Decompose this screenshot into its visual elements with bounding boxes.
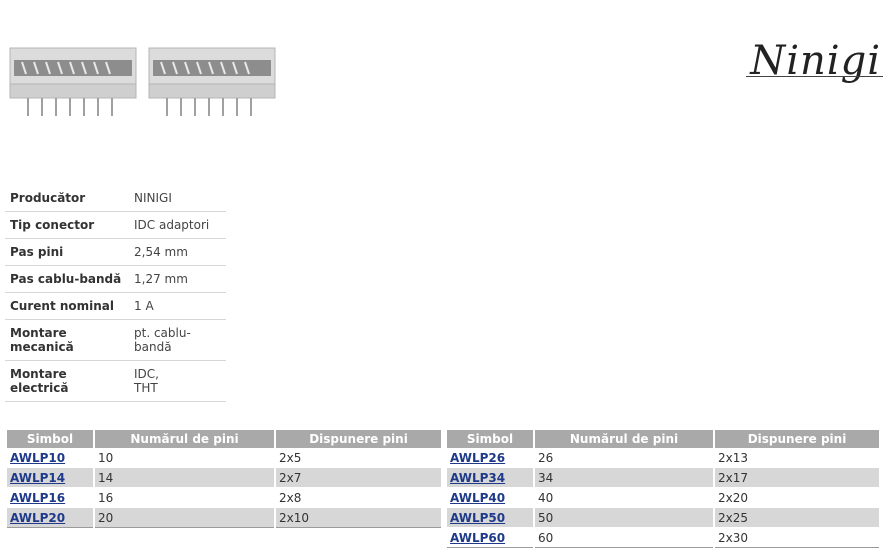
spec-label: Producător bbox=[5, 185, 129, 212]
pins-cell: 16 bbox=[93, 487, 275, 508]
spec-label: Tip conector bbox=[5, 211, 129, 239]
pins-cell: 20 bbox=[93, 507, 275, 528]
parts-table-right: Simbol Numărul de pini Dispunere pini AW… bbox=[447, 430, 879, 548]
spec-value: IDC,THT bbox=[129, 360, 226, 402]
product-photo-connector bbox=[148, 47, 276, 116]
layout-cell: 2x25 bbox=[713, 507, 879, 528]
product-link[interactable]: AWLP10 bbox=[10, 450, 66, 465]
product-link[interactable]: AWLP60 bbox=[450, 530, 506, 545]
header-pins: Numărul de pini bbox=[93, 430, 275, 448]
pins-cell: 34 bbox=[533, 467, 714, 488]
product-link[interactable]: AWLP16 bbox=[10, 490, 66, 505]
header-symbol: Simbol bbox=[7, 430, 94, 448]
layout-cell: 2x13 bbox=[713, 448, 879, 468]
product-photo-connector bbox=[9, 47, 137, 116]
pins-cell: 26 bbox=[533, 448, 714, 468]
spec-value-line: THT bbox=[134, 381, 158, 395]
spec-value-line: IDC, bbox=[134, 367, 159, 381]
spec-label: Pas pini bbox=[5, 238, 129, 266]
pins-cell: 10 bbox=[93, 448, 275, 468]
layout-cell: 2x5 bbox=[274, 448, 441, 468]
spec-value: NINIGI bbox=[129, 185, 226, 212]
pins-cell: 40 bbox=[533, 487, 714, 508]
spec-value: 2,54 mm bbox=[129, 238, 226, 266]
spec-label: Pas cablu-bandă bbox=[5, 265, 129, 293]
product-link[interactable]: AWLP20 bbox=[10, 510, 66, 525]
header-layout: Dispunere pini bbox=[274, 430, 441, 448]
spec-value: 1,27 mm bbox=[129, 265, 226, 293]
layout-cell: 2x20 bbox=[713, 487, 879, 508]
pins-cell: 60 bbox=[533, 527, 714, 548]
product-link[interactable]: AWLP50 bbox=[450, 510, 506, 525]
spec-label: Curent nominal bbox=[5, 292, 129, 320]
layout-cell: 2x10 bbox=[274, 507, 441, 528]
header-symbol: Simbol bbox=[447, 430, 534, 448]
spec-value: 1 A bbox=[129, 292, 226, 320]
product-link[interactable]: AWLP14 bbox=[10, 470, 66, 485]
layout-cell: 2x30 bbox=[713, 527, 879, 548]
product-link[interactable]: AWLP26 bbox=[450, 450, 506, 465]
pins-cell: 14 bbox=[93, 467, 275, 488]
header-pins: Numărul de pini bbox=[533, 430, 714, 448]
brand-logo: Ninigi bbox=[746, 38, 883, 84]
layout-cell: 2x17 bbox=[713, 467, 879, 488]
product-link[interactable]: AWLP40 bbox=[450, 490, 506, 505]
layout-cell: 2x8 bbox=[274, 487, 441, 508]
spec-value: IDC adaptori bbox=[129, 211, 226, 239]
spec-label: Montare electrică bbox=[5, 360, 129, 402]
header-layout: Dispunere pini bbox=[713, 430, 879, 448]
parts-table-left: Simbol Numărul de pini Dispunere pini AW… bbox=[7, 430, 441, 528]
spec-label: Montare mecanică bbox=[5, 319, 129, 361]
layout-cell: 2x7 bbox=[274, 467, 441, 488]
product-link[interactable]: AWLP34 bbox=[450, 470, 506, 485]
spec-value: pt. cablu-bandă bbox=[129, 319, 226, 361]
pins-cell: 50 bbox=[533, 507, 714, 528]
